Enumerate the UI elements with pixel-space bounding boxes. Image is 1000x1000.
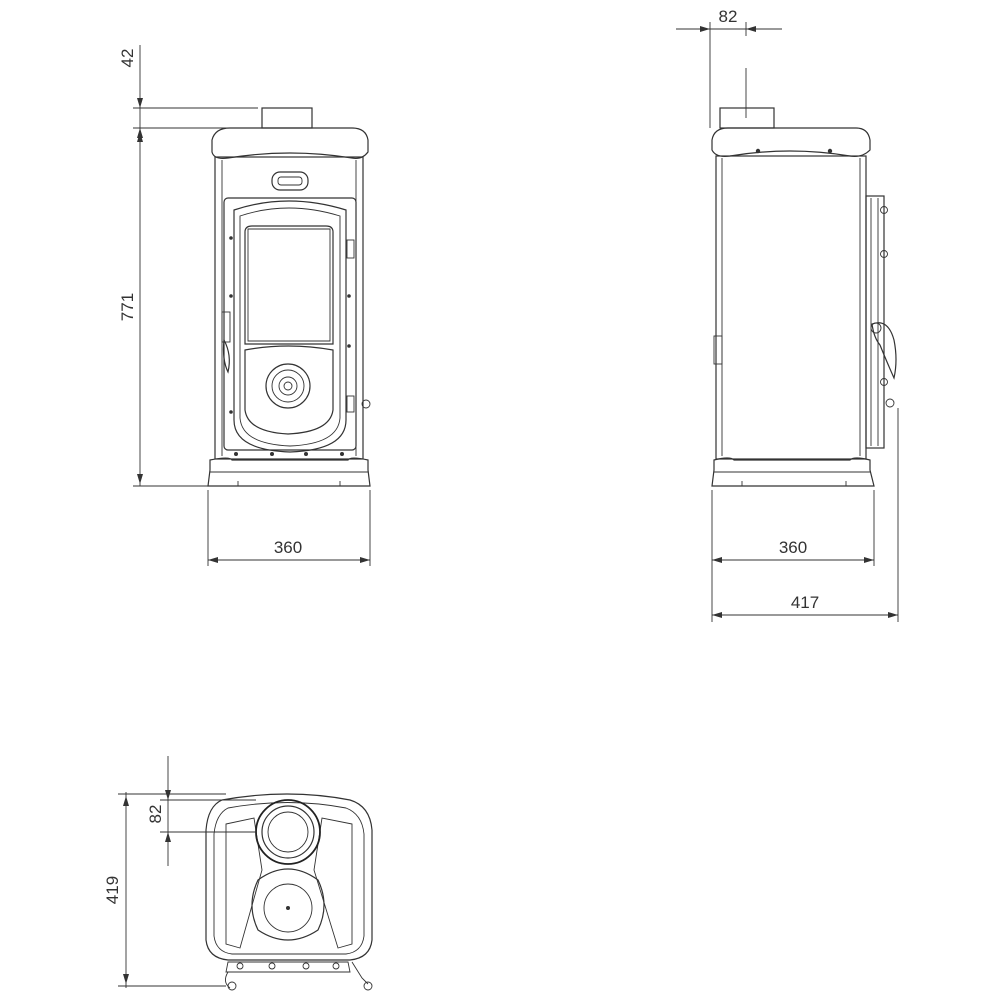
top-view [205, 793, 373, 991]
top-dim-flue-label: 82 [146, 805, 165, 824]
side-dimensions: 82 360 417 [676, 7, 899, 622]
front-hinge-top [346, 239, 355, 259]
front-dim-top-label: 42 [118, 49, 137, 68]
side-body [715, 155, 867, 460]
side-latch [713, 335, 723, 365]
front-dimensions: 42 771 360 [118, 45, 371, 566]
front-view [207, 107, 371, 487]
front-dim-width-label: 360 [274, 538, 302, 557]
front-logo-badge [271, 171, 309, 191]
front-glass-window [244, 225, 334, 345]
side-dim-width-label: 360 [779, 538, 807, 557]
top-dim-depth-label: 419 [103, 876, 122, 904]
front-top-plate [211, 127, 369, 159]
top-body-outline [205, 793, 373, 961]
top-front-trim [225, 961, 351, 973]
top-handle [225, 971, 231, 989]
side-top-plate [711, 127, 871, 157]
top-dimensions: 82 419 [103, 756, 256, 988]
side-flue-collar [719, 107, 775, 129]
side-dim-depth-label: 417 [791, 593, 819, 612]
front-flue-collar [261, 107, 313, 129]
side-base [711, 457, 875, 487]
front-handle [222, 337, 230, 374]
front-air-control [265, 363, 311, 409]
side-handle [871, 322, 897, 380]
front-lower-panel [244, 345, 334, 435]
front-dim-height-label: 771 [118, 293, 137, 321]
top-chamber [251, 868, 325, 941]
front-door [233, 200, 347, 453]
front-hinge-bottom [346, 395, 355, 413]
side-door-profile [865, 195, 885, 449]
front-door-frame [223, 197, 357, 451]
side-view [711, 107, 897, 487]
front-body [214, 156, 364, 460]
front-base [207, 457, 371, 487]
top-flue-ring [255, 799, 321, 865]
side-dim-flue-label: 82 [719, 7, 738, 26]
